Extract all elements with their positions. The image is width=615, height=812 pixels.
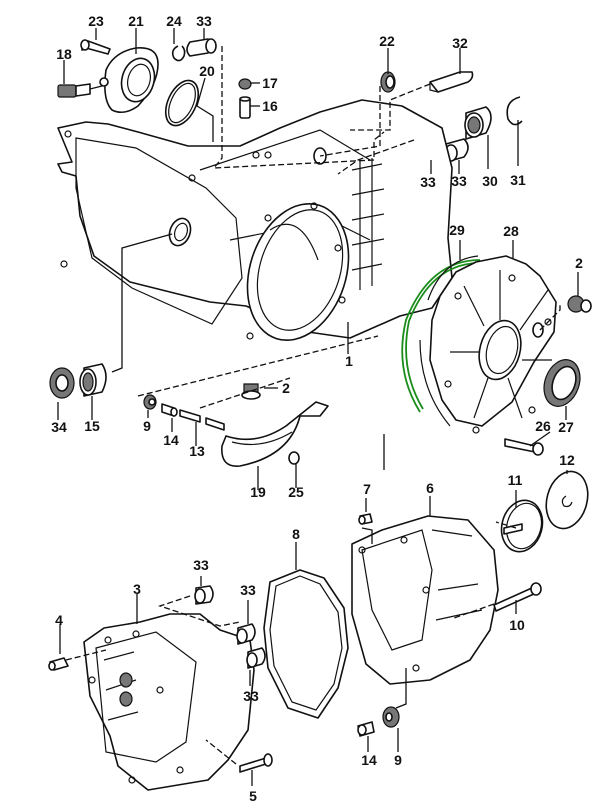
part-33-bushing-bottom-c[interactable] (246, 647, 266, 669)
part-24-circlip[interactable] (171, 45, 186, 62)
callout-13[interactable]: 13 (189, 443, 205, 459)
part-32-guide-piece[interactable] (429, 71, 474, 93)
callout-32[interactable]: 32 (452, 35, 468, 51)
callout-30[interactable]: 30 (482, 173, 498, 189)
callout-24[interactable]: 24 (166, 13, 182, 29)
part-31-circlip[interactable] (506, 96, 523, 126)
callout-34[interactable]: 34 (51, 419, 67, 435)
part-33-bushing-bottom-b[interactable] (236, 623, 256, 645)
callout-1[interactable]: 1 (345, 353, 353, 369)
part-22-seal[interactable] (380, 71, 396, 93)
callout-2-center[interactable]: 2 (282, 380, 290, 396)
callout-9-bottom[interactable]: 9 (394, 752, 402, 768)
part-8-gasket[interactable] (263, 569, 349, 719)
leader-lines (57, 28, 579, 786)
part-25-washer[interactable] (288, 451, 300, 465)
part-21-guide-tube[interactable] (99, 47, 159, 114)
dashed-assembly-lines (65, 46, 561, 765)
callout-8[interactable]: 8 (292, 526, 300, 542)
part-7-dowel-sleeve[interactable] (358, 513, 373, 525)
callout-15[interactable]: 15 (84, 418, 100, 434)
callout-19[interactable]: 19 (250, 484, 266, 500)
part-34-seal[interactable] (49, 367, 75, 399)
part-27-shaft-seal[interactable] (538, 355, 586, 412)
callout-16[interactable]: 16 (262, 98, 278, 114)
part-23-bolt[interactable] (80, 39, 111, 55)
callout-14-mid[interactable]: 14 (163, 432, 179, 448)
part-9-nut-mid[interactable] (143, 394, 157, 410)
callout-31[interactable]: 31 (510, 172, 526, 188)
callout-2-right[interactable]: 2 (575, 255, 583, 271)
callout-29[interactable]: 29 (449, 222, 465, 238)
part-16-sleeve[interactable] (239, 96, 251, 119)
callout-4[interactable]: 4 (55, 612, 63, 628)
part-5-bolt[interactable] (239, 753, 273, 773)
callout-20[interactable]: 20 (199, 63, 215, 79)
part-3-intermediate-housing[interactable] (83, 613, 255, 791)
part-10-bolt[interactable] (493, 582, 542, 612)
part-33-bushing-top[interactable] (186, 38, 217, 57)
callout-7[interactable]: 7 (363, 481, 371, 497)
part-2-plug-center[interactable] (241, 383, 261, 400)
callout-33-bottom-b[interactable]: 33 (240, 582, 256, 598)
part-12-cap[interactable] (540, 467, 594, 533)
part-17-plug[interactable] (238, 78, 252, 90)
callout-17[interactable]: 17 (262, 75, 278, 91)
part-15-needle-bearing[interactable] (79, 363, 107, 397)
callout-6[interactable]: 6 (426, 480, 434, 496)
part-9-nut-bottom[interactable] (382, 706, 400, 728)
callout-5[interactable]: 5 (249, 788, 257, 804)
part-2-plug-right[interactable] (567, 295, 592, 313)
callout-33-mid-a[interactable]: 33 (420, 174, 436, 190)
part-19-guide-plate[interactable] (221, 401, 329, 467)
callout-10[interactable]: 10 (509, 617, 525, 633)
part-33-bushing-bottom-a[interactable] (194, 585, 214, 605)
part-14-spacer-sleeve-mid[interactable] (161, 403, 178, 417)
callout-23[interactable]: 23 (88, 13, 104, 29)
part-6-gear-cover-housing[interactable] (351, 515, 499, 685)
part-30-needle-bearing[interactable] (464, 106, 492, 140)
callout-9-mid[interactable]: 9 (143, 418, 151, 434)
callout-33-top[interactable]: 33 (196, 13, 212, 29)
callout-25[interactable]: 25 (288, 484, 304, 500)
callout-28[interactable]: 28 (503, 223, 519, 239)
part-1-transmission-housing[interactable] (57, 99, 453, 353)
part-18-switch[interactable] (57, 83, 103, 98)
callout-33-bottom-c[interactable]: 33 (243, 688, 259, 704)
callout-33-bottom-a[interactable]: 33 (193, 557, 209, 573)
callout-33-mid-b[interactable]: 33 (451, 173, 467, 189)
part-4-dowel-sleeve[interactable] (48, 657, 69, 671)
callout-22[interactable]: 22 (379, 33, 395, 49)
callout-21[interactable]: 21 (128, 13, 144, 29)
part-14-spacer-sleeve-bottom[interactable] (357, 721, 375, 737)
part-20-o-ring[interactable] (159, 75, 205, 130)
callout-14-bottom[interactable]: 14 (361, 752, 377, 768)
part-26-bolt[interactable] (504, 438, 544, 456)
part-13-stud[interactable] (179, 409, 225, 431)
callout-11[interactable]: 11 (507, 472, 523, 488)
callout-26[interactable]: 26 (535, 418, 551, 434)
callout-12[interactable]: 12 (559, 452, 575, 468)
part-11-cover[interactable] (496, 496, 548, 557)
part-28-side-cover[interactable] (419, 255, 557, 434)
callout-3[interactable]: 3 (133, 581, 141, 597)
callout-27[interactable]: 27 (558, 419, 574, 435)
callout-18[interactable]: 18 (56, 46, 72, 62)
